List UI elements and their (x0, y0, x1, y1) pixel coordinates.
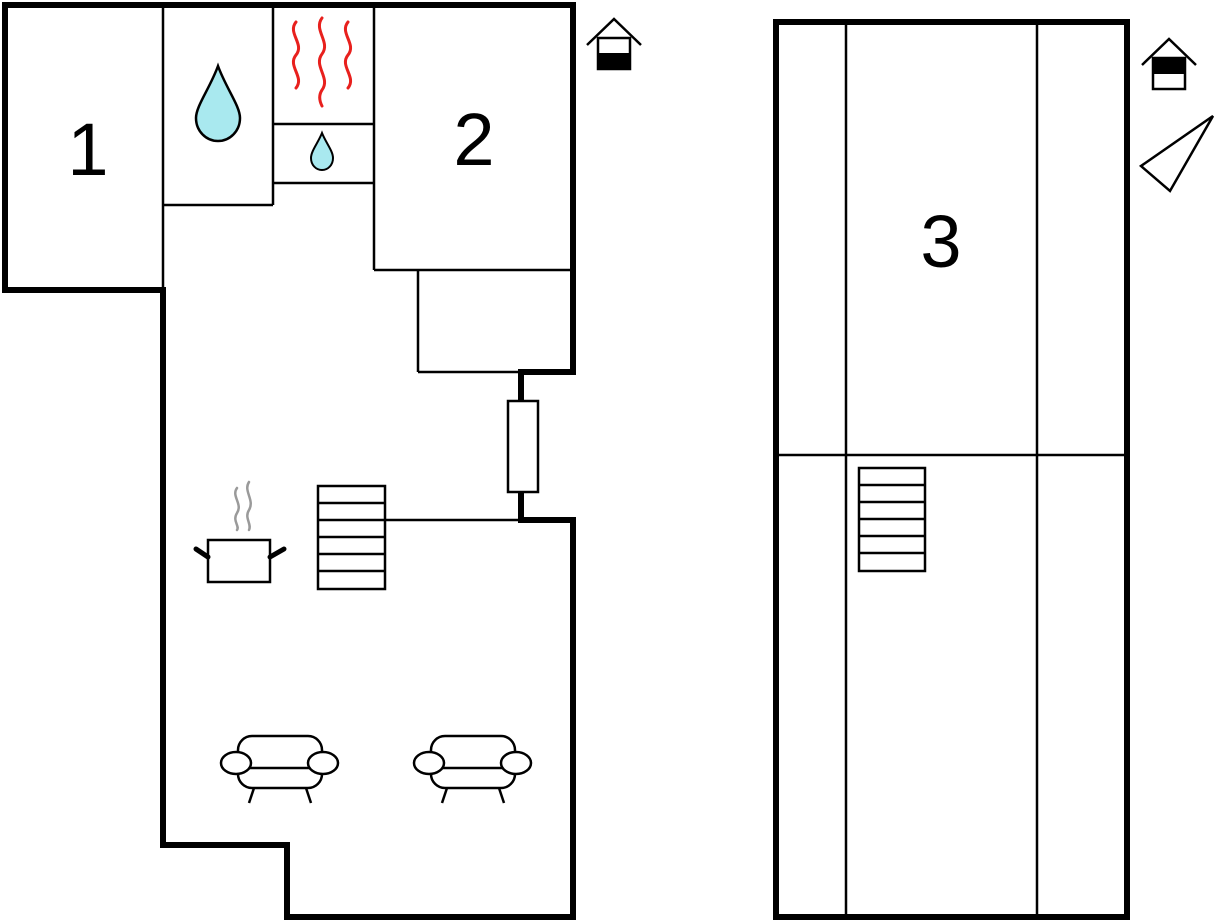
cooking-pot-icon (193, 480, 287, 584)
compass-triangle-icon (1138, 114, 1215, 193)
room-2-label: 2 (453, 98, 494, 181)
room-1-label: 1 (67, 108, 108, 191)
water-drop-icon (194, 62, 242, 143)
house-floor-upper-icon (1141, 37, 1197, 91)
ground-floor-interior-walls (161, 5, 573, 522)
heat-waves-icon (291, 16, 353, 108)
small-water-drop-icon (309, 130, 335, 172)
upper-floor-interior-walls (776, 22, 1127, 917)
stairs-icon (316, 484, 387, 591)
armchair-icon (412, 734, 533, 804)
upper-floor-outer-wall (773, 19, 1130, 920)
room-3-label: 3 (920, 200, 961, 283)
armchair-icon (219, 734, 340, 804)
upper-floor: 3 (773, 19, 1215, 920)
ground-floor: 1 2 (2, 2, 642, 920)
wall-window (506, 399, 540, 494)
stairs-icon (857, 466, 927, 573)
house-floor-ground-icon (586, 17, 642, 71)
